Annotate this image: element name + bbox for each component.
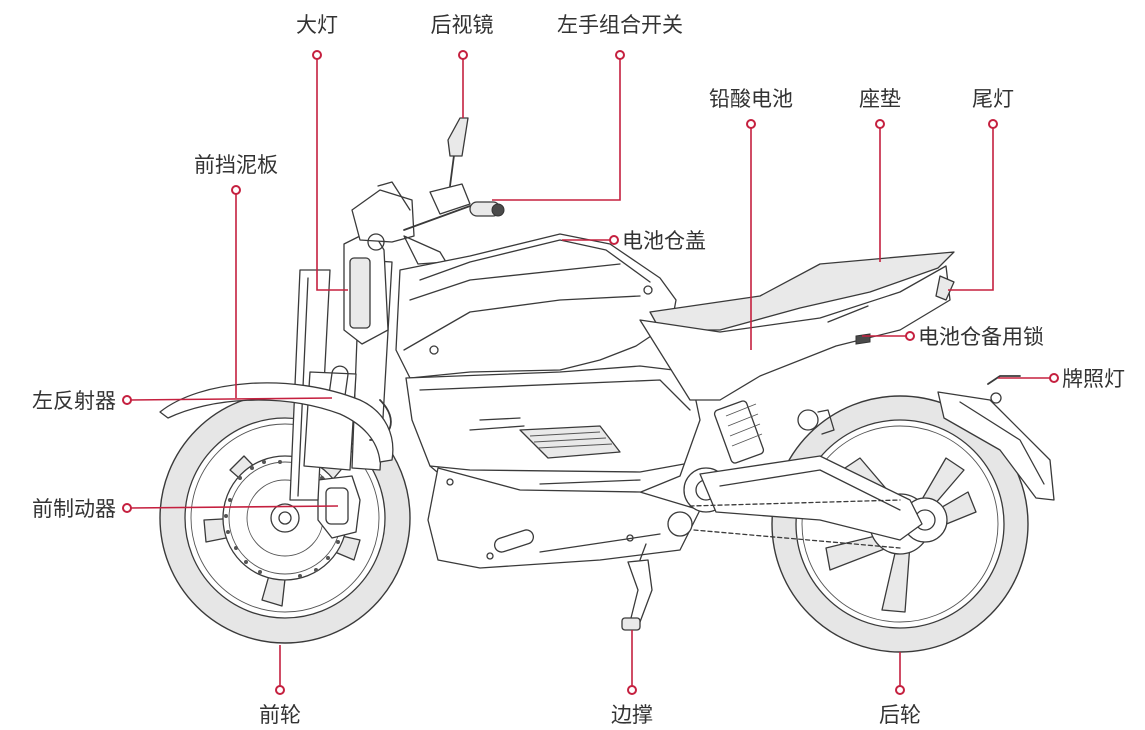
label-battery-cover: 电池仓盖	[622, 229, 706, 253]
motorcycle-illustration	[159, 117, 1055, 653]
license-bracket-art	[937, 375, 1055, 501]
headlight-art	[343, 181, 415, 345]
label-rear-wheel: 后轮	[879, 703, 921, 727]
label-seat: 座垫	[859, 87, 901, 111]
label-mirror: 后视镜	[431, 13, 494, 37]
label-front-brake: 前制动器	[32, 497, 116, 521]
label-headlight: 大灯	[296, 13, 338, 37]
swingarm-art	[699, 409, 923, 541]
front-fender-art	[159, 382, 394, 463]
frame-body-art	[395, 233, 729, 569]
seat-tail-art	[639, 251, 955, 464]
label-lead-acid-battery: 铅酸电池	[709, 87, 793, 111]
leader-lines	[122, 50, 1059, 695]
chain-art	[689, 499, 901, 549]
label-tail-light: 尾灯	[972, 87, 1014, 111]
handlebar-art	[403, 117, 505, 265]
kickstand-art	[621, 543, 653, 631]
label-license-light: 牌照灯	[1062, 367, 1125, 391]
label-kickstand: 边撑	[611, 703, 653, 727]
part-labels: 大灯 后视镜 左手组合开关 前挡泥板 铅酸电池 座垫 尾灯 电池仓盖 电池仓备用…	[32, 13, 1125, 727]
label-left-reflector: 左反射器	[32, 389, 116, 413]
label-front-fender: 前挡泥板	[194, 153, 278, 177]
label-front-wheel: 前轮	[259, 703, 301, 727]
vent-grille	[519, 425, 621, 459]
label-left-switch: 左手组合开关	[557, 13, 683, 37]
label-battery-spare-lock: 电池仓备用锁	[918, 325, 1044, 349]
